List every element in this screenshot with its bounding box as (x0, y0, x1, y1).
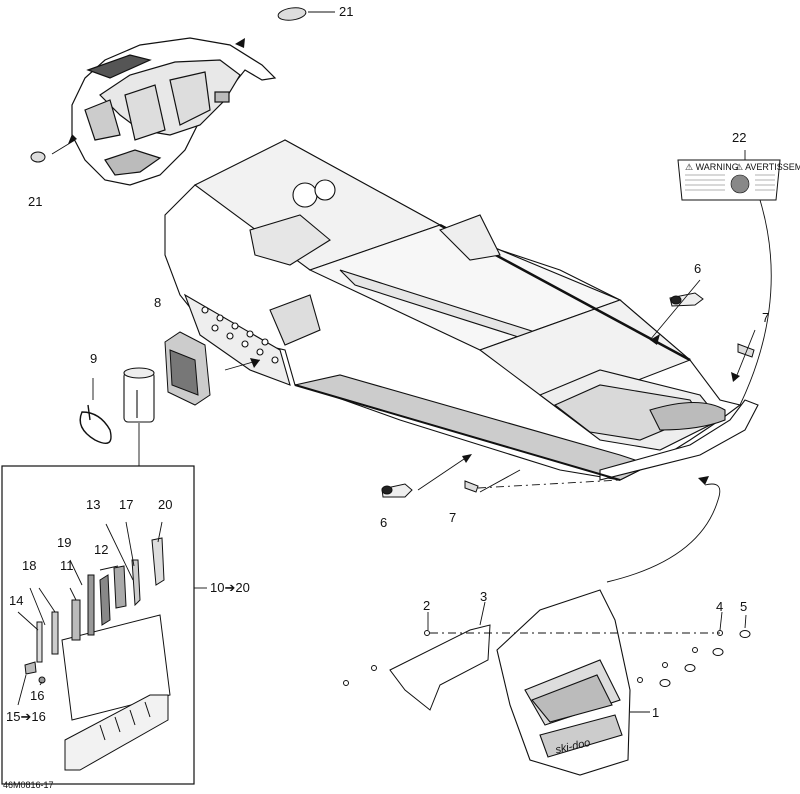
reference-code: 46M0816-17 (3, 780, 54, 790)
callout-19: 19 (57, 535, 71, 550)
washers-part-4-5 (637, 630, 751, 687)
callout-2: 2 (423, 598, 430, 613)
flap-bracket-part-3 (389, 624, 491, 711)
pad-part-8 (164, 331, 211, 406)
front-cowl-part (71, 37, 277, 186)
callout-21-left: 21 (28, 194, 42, 209)
chassis-frame (164, 139, 759, 481)
callout-6-bottom: 6 (380, 515, 387, 530)
callout-3: 3 (480, 589, 487, 604)
callout-7-bottom: 7 (449, 510, 456, 525)
tool-kit-box (1, 465, 195, 785)
reflector-part-6 (381, 292, 704, 498)
warning-decal-part: ⚠ WARNING ⚠ AVERTISSEMENT (677, 159, 800, 201)
callout-4: 4 (716, 599, 723, 614)
callout-15-16: 15➔16 (6, 709, 46, 724)
callout-5: 5 (740, 599, 747, 614)
rivets-part-2 (343, 630, 430, 686)
callout-10-20: 10➔20 (210, 580, 250, 595)
plug-part-21 (30, 7, 307, 163)
callout-12: 12 (94, 542, 108, 557)
arrow-heads (68, 38, 740, 485)
leader-lines (17, 11, 772, 713)
tool-canister (123, 367, 155, 423)
callout-labels: 21 21 22 6 7 8 9 6 7 13 17 20 19 12 18 1… (3, 4, 769, 790)
snow-flap-part-1: ski-doo (496, 589, 631, 776)
callout-14: 14 (9, 593, 23, 608)
decal-warning-right: ⚠ AVERTISSEMENT (735, 162, 800, 172)
callout-11: 11 (60, 558, 74, 573)
callout-22: 22 (732, 130, 746, 145)
callout-7-right: 7 (762, 310, 769, 325)
callout-21-top: 21 (339, 4, 353, 19)
strap-part-9 (79, 404, 112, 444)
clip-part-7 (464, 343, 755, 493)
callout-6-right: 6 (694, 261, 701, 276)
callout-9: 9 (90, 351, 97, 366)
callout-20: 20 (158, 497, 172, 512)
callout-18: 18 (22, 558, 36, 573)
decal-warning-left: ⚠ WARNING (685, 162, 739, 172)
callout-17: 17 (119, 497, 133, 512)
callout-8: 8 (154, 295, 161, 310)
callout-1: 1 (652, 705, 659, 720)
callout-13: 13 (86, 497, 100, 512)
callout-16: 16 (30, 688, 44, 703)
tool-kit-contents (24, 537, 171, 771)
